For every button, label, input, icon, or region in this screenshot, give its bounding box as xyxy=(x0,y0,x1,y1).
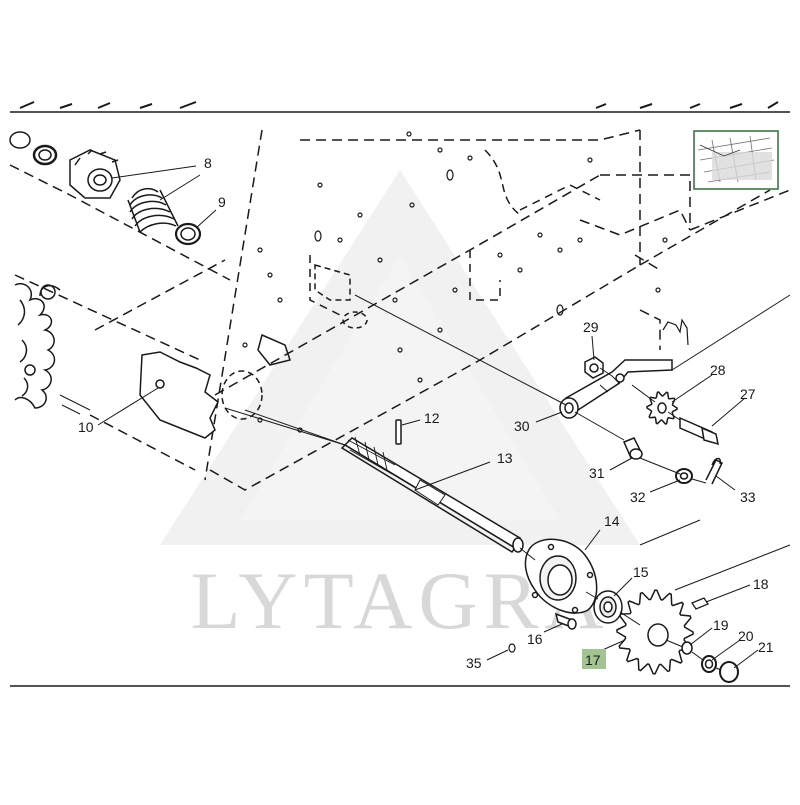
overview-thumbnail[interactable] xyxy=(693,130,779,190)
callout-27[interactable]: 27 xyxy=(740,386,756,402)
frame-bracket-bore xyxy=(342,311,368,329)
callout-16[interactable]: 16 xyxy=(527,631,543,647)
washer-part-20 xyxy=(701,655,717,673)
callout-8[interactable]: 8 xyxy=(204,155,212,171)
washer-part-9 xyxy=(174,222,202,246)
callout-14[interactable]: 14 xyxy=(604,513,620,529)
tensioner-assembly xyxy=(559,318,723,485)
frame-lower-bracket xyxy=(257,333,291,366)
callout-29[interactable]: 29 xyxy=(583,319,599,335)
idler-sprocket-part-28 xyxy=(646,391,678,425)
spacer-part-19 xyxy=(681,641,693,655)
callout-17[interactable]: 17 xyxy=(585,652,601,668)
leader-lines xyxy=(97,165,759,669)
axis-lines xyxy=(244,294,791,671)
pin-part-35 xyxy=(508,643,516,653)
frame-right-dashed xyxy=(600,130,791,266)
chain-links-inner xyxy=(17,299,29,397)
frame-lower-dashed xyxy=(579,209,691,350)
sprocket-part-17 xyxy=(616,589,694,675)
frame-inner-dashed xyxy=(309,184,601,316)
small-parts-19-21 xyxy=(681,641,739,683)
frame xyxy=(10,101,790,687)
top-edge-marks xyxy=(19,101,779,109)
callout-31[interactable]: 31 xyxy=(589,465,605,481)
circlip-part-21 xyxy=(719,661,739,683)
gear-hub-part xyxy=(69,149,121,199)
callout-30[interactable]: 30 xyxy=(514,418,530,434)
callout-13[interactable]: 13 xyxy=(497,450,513,466)
frame-bearing-bore xyxy=(221,370,263,420)
callout-9[interactable]: 9 xyxy=(218,194,226,210)
part-washer-top xyxy=(9,131,31,149)
left-frame-outline xyxy=(9,129,791,491)
callout-15[interactable]: 15 xyxy=(633,564,649,580)
part-10-plate xyxy=(139,351,219,439)
key-part-12 xyxy=(395,419,402,445)
callout-28[interactable]: 28 xyxy=(710,362,726,378)
washer-part-32 xyxy=(675,468,693,484)
frame-bracket-plate xyxy=(314,264,351,301)
callout-21[interactable]: 21 xyxy=(758,639,774,655)
cotter-pin-part-33 xyxy=(705,457,723,485)
callout-33[interactable]: 33 xyxy=(740,489,756,505)
callout-10[interactable]: 10 xyxy=(78,419,94,435)
spring-part-8 xyxy=(127,187,179,233)
bearing-part-15 xyxy=(593,590,623,624)
key-part-18 xyxy=(691,597,709,610)
callouts: 8 9 10 12 13 14 15 16 17 18 19 20 21 27 … xyxy=(78,155,774,671)
frame-holes xyxy=(242,131,668,433)
callout-12[interactable]: 12 xyxy=(424,410,440,426)
flange-part-14 xyxy=(524,538,598,614)
frame-dashed-edge xyxy=(9,164,231,471)
upper-left-parts xyxy=(9,131,202,246)
callout-20[interactable]: 20 xyxy=(738,628,754,644)
frame-vertical-dashed xyxy=(204,129,263,481)
part-oring-top xyxy=(32,144,58,166)
callout-19[interactable]: 19 xyxy=(713,617,729,633)
callout-32[interactable]: 32 xyxy=(630,489,646,505)
chain-links xyxy=(14,283,61,409)
frame-curved-bracket xyxy=(484,149,521,216)
left-chain-assembly xyxy=(14,283,91,415)
bolt-part-16 xyxy=(554,612,577,630)
callout-17-highlight xyxy=(582,649,606,669)
overview-thumbnail-icon xyxy=(697,135,775,183)
callout-18[interactable]: 18 xyxy=(753,576,769,592)
watermark-triangle-inner xyxy=(240,255,560,520)
callout-35[interactable]: 35 xyxy=(466,655,482,671)
